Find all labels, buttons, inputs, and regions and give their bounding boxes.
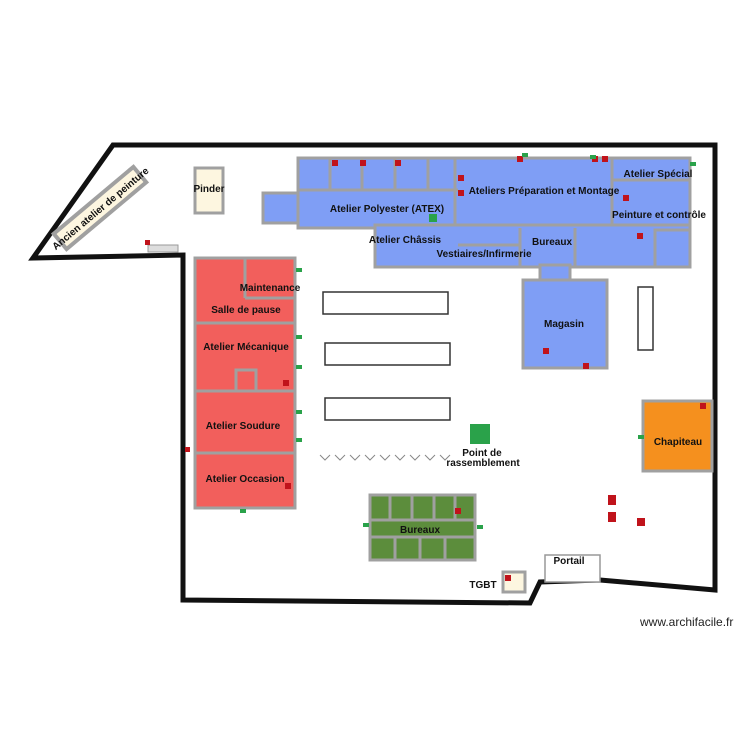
label-pinder: Pinder [193, 184, 224, 195]
assembly-point: Point de rassemblement [446, 424, 520, 469]
rack-1 [322, 291, 449, 315]
blue-building: Atelier Spécial Ateliers Préparation et … [261, 156, 706, 269]
red-workshops: Maintenance Salle de pause Atelier Mécan… [193, 256, 301, 510]
label-peinture-controle: Peinture et contrôle [612, 210, 706, 221]
label-maintenance: Maintenance [240, 283, 301, 294]
label-bureaux-bottom: Bureaux [400, 525, 440, 536]
parking-markers [319, 454, 451, 461]
label-salle-pause: Salle de pause [211, 305, 281, 316]
room-ancien-atelier: Ancien atelier de peinture [51, 164, 152, 253]
small-sign [147, 244, 179, 253]
label-chapiteau: Chapiteau [654, 437, 702, 448]
room-chapiteau: Chapiteau [641, 399, 714, 473]
room-magasin: Magasin [521, 263, 609, 370]
label-portail: Portail [553, 556, 584, 567]
label-vestiaires: Vestiaires/Infirmerie [436, 249, 531, 260]
room-pinder: Pinder [193, 166, 225, 215]
label-atelier-soudure: Atelier Soudure [206, 421, 281, 432]
rack-3 [324, 397, 451, 421]
label-atelier-occasion: Atelier Occasion [206, 474, 285, 485]
tgbt: TGBT [469, 570, 527, 594]
label-tgbt: TGBT [469, 580, 496, 591]
label-bureaux-top: Bureaux [532, 237, 572, 248]
safety-marker [429, 214, 437, 222]
site-boundary [28, 142, 718, 606]
portail: Portail [544, 554, 601, 583]
label-atelier-polyester: Atelier Polyester (ATEX) [330, 204, 444, 215]
watermark: www.archifacile.fr [640, 615, 734, 629]
label-atelier-special: Atelier Spécial [624, 169, 693, 180]
assembly-line2: rassemblement [446, 458, 520, 469]
label-atelier-chassis: Atelier Châssis [369, 235, 442, 246]
label-ateliers-prep: Ateliers Préparation et Montage [469, 186, 620, 197]
label-atelier-mecanique: Atelier Mécanique [203, 342, 289, 353]
exit-markers [240, 153, 696, 529]
rack-2 [324, 342, 451, 366]
assembly-line1: Point de [462, 448, 502, 459]
rack-4 [637, 286, 654, 351]
green-offices: Bureaux [368, 493, 477, 562]
label-magasin: Magasin [544, 319, 584, 330]
